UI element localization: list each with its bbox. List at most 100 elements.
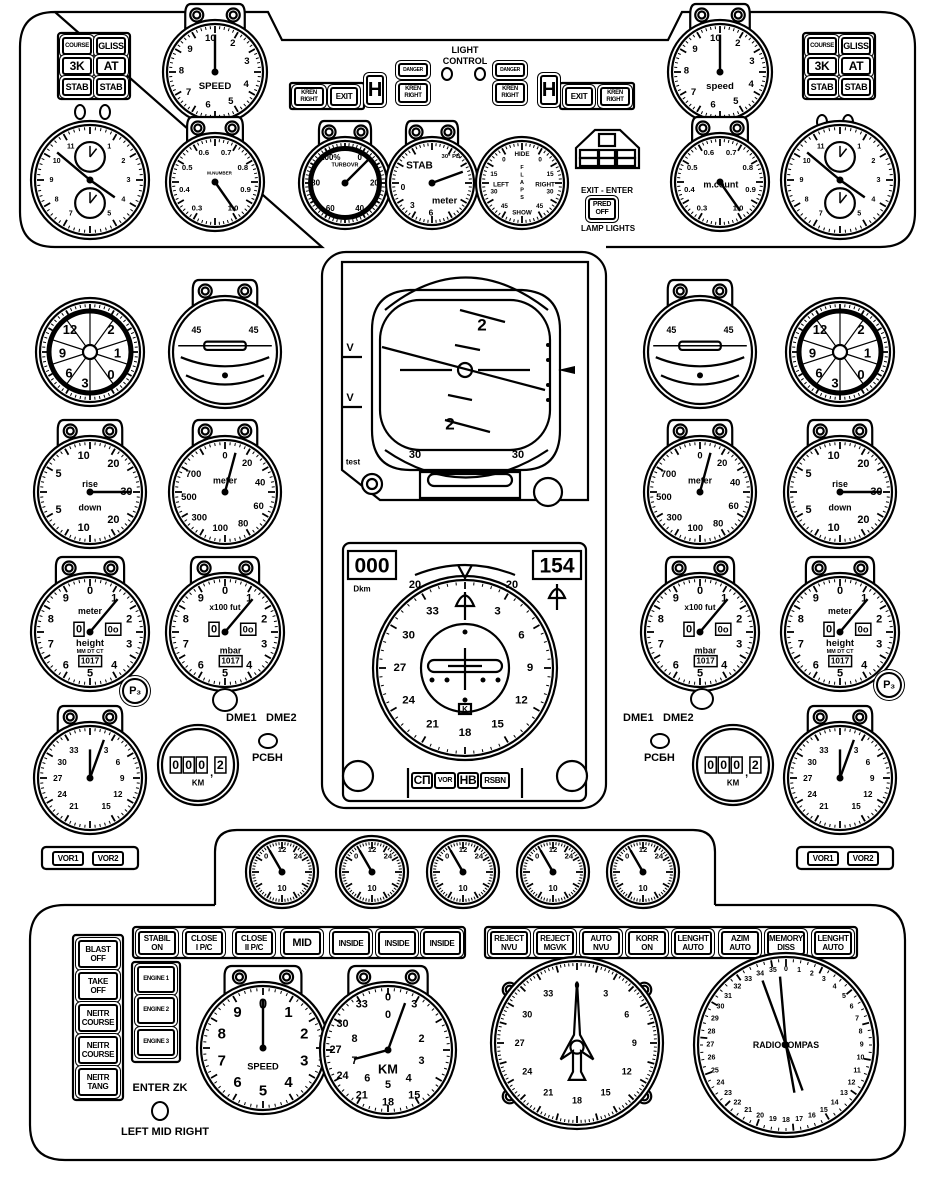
dial-number: 0	[385, 992, 391, 1004]
kren-right-button[interactable]: KREN RIGHT	[600, 87, 630, 106]
lenght-auto-button-1[interactable]: LENGHT AUTO	[674, 931, 712, 955]
gauge-label: 0	[211, 623, 217, 635]
vor1-button-right[interactable]: VOR1	[807, 851, 839, 866]
dial-number: 11	[817, 143, 825, 151]
at-button-left[interactable]: AT	[96, 57, 126, 75]
gauge-label: speed	[706, 81, 734, 92]
engine-3-button[interactable]: ENGINE 3	[137, 1029, 175, 1056]
dial-number: 0.7	[726, 148, 737, 157]
neitr-course-button-1[interactable]: NEITR COURSE	[78, 1004, 118, 1032]
dial-number: 4	[243, 79, 249, 90]
take-off-button[interactable]: TAKE OFF	[78, 972, 118, 1000]
kren-right-button[interactable]: KREN RIGHT	[398, 83, 428, 103]
stab-button-left-2[interactable]: STAB	[96, 78, 126, 96]
gauge-label: 0o	[858, 624, 869, 634]
lenght-auto-button-2[interactable]: LENGHT AUTO	[814, 931, 852, 955]
engine-2-button[interactable]: ENGINE 2	[137, 997, 175, 1024]
dial-number: 2	[418, 1033, 424, 1045]
dial-number: 0	[259, 997, 267, 1013]
gauge-label: 9	[59, 346, 66, 361]
gauge-label: KM	[192, 779, 205, 788]
pred-off-button[interactable]: PRED OFF	[588, 198, 616, 220]
inside-button-1[interactable]: INSIDE	[332, 931, 370, 955]
inside-button-2[interactable]: INSIDE	[378, 931, 416, 955]
at-button-right[interactable]: AT	[841, 57, 871, 75]
neitr-tang-button[interactable]: NEITR TANG	[78, 1068, 118, 1096]
dial-number: 6	[850, 1004, 854, 1011]
dial-number: 20	[242, 458, 252, 468]
stab-button-right-1[interactable]: STAB	[807, 78, 837, 96]
dial-number: 24	[384, 852, 393, 861]
memory-diss-button[interactable]: MEMORY DISS	[767, 931, 805, 955]
3k-button-left[interactable]: 3K	[62, 57, 92, 75]
gauge-label: 0	[707, 758, 714, 772]
needle-hub	[696, 488, 704, 496]
dial-number: 22	[733, 1099, 741, 1106]
baro-knob-right[interactable]	[690, 688, 714, 710]
dial-number: 10	[857, 1055, 865, 1062]
engine-1-button[interactable]: ENGINE 1	[137, 966, 175, 993]
gauge-needle	[214, 181, 237, 212]
kren-right-button[interactable]: KREN RIGHT	[294, 87, 324, 106]
gliss-button-right[interactable]: GLISS	[841, 37, 871, 55]
needle-hub	[221, 628, 229, 636]
vor1-button-left[interactable]: VOR1	[52, 851, 84, 866]
dial-number: 0	[502, 156, 506, 163]
stab-button-right-2[interactable]: STAB	[841, 78, 871, 96]
neitr-course-button-2[interactable]: NEITR COURSE	[78, 1036, 118, 1064]
rsbn-mode-button[interactable]: RSBN	[480, 772, 510, 789]
lamp-lights-label: LAMP LIGHTS	[580, 224, 636, 233]
vor2-button-right[interactable]: VOR2	[847, 851, 879, 866]
reject-nvu-button[interactable]: REJECT NVU	[490, 931, 528, 955]
light-control-knob[interactable]	[474, 67, 486, 81]
gauge-label: mbar	[220, 646, 242, 656]
exit-button[interactable]: EXIT	[565, 87, 593, 106]
baro-knob-right[interactable]: P₃	[876, 672, 902, 698]
course-button-left[interactable]: COURSE	[62, 37, 92, 55]
danger-lamp[interactable]: DANGER	[495, 63, 525, 77]
mid-button[interactable]: MID	[283, 931, 321, 955]
dial-number: 18	[382, 1096, 394, 1108]
course-button-right[interactable]: COURSE	[807, 37, 837, 55]
blast-off-button[interactable]: BLAST OFF	[78, 940, 118, 968]
azim-auto-button[interactable]: AZIM AUTO	[721, 931, 759, 955]
inside-button-3[interactable]: INSIDE	[423, 931, 461, 955]
reject-mgvk-button[interactable]: REJECT MGVK	[536, 931, 574, 955]
gliss-button-left[interactable]: GLISS	[96, 37, 126, 55]
dial-number: 25	[711, 1067, 719, 1074]
gauge-label: 45	[191, 325, 201, 335]
baro-knob-left[interactable]: P₃	[122, 678, 148, 704]
3k-button-right[interactable]: 3K	[807, 57, 837, 75]
danger-lamp[interactable]: DANGER	[398, 63, 428, 77]
gauge-label: 10	[277, 883, 287, 893]
nv-mode-button[interactable]: НВ	[457, 772, 479, 789]
close-2-pc-button[interactable]: CLOSE II P/C	[235, 931, 273, 955]
zk-selector-knob[interactable]	[151, 1101, 169, 1121]
dial-number: 30	[491, 189, 499, 196]
h-button[interactable]: H	[540, 75, 558, 105]
dial-number: 10	[828, 522, 840, 534]
stabil-on-button[interactable]: STABIL ON	[138, 931, 176, 955]
light-control-knob[interactable]	[441, 67, 453, 81]
close-1-pc-button[interactable]: CLOSE I P/C	[185, 931, 223, 955]
korr-on-button[interactable]: KORR ON	[628, 931, 666, 955]
stab-button-left-1[interactable]: STAB	[62, 78, 92, 96]
dme-switch-left[interactable]	[258, 733, 278, 749]
exit-button[interactable]: EXIT	[330, 87, 358, 106]
dme-switch-right[interactable]	[650, 733, 670, 749]
sp-mode-button[interactable]: СП	[411, 772, 433, 789]
gauge-label: KM	[378, 1062, 398, 1077]
needle-hub	[836, 488, 844, 496]
baro-knob-left[interactable]	[212, 688, 238, 712]
vor-mode-button[interactable]: VOR	[434, 772, 456, 789]
dial-number: 8	[684, 65, 690, 76]
vor2-button-left[interactable]: VOR2	[92, 851, 124, 866]
kren-right-button[interactable]: KREN RIGHT	[495, 83, 525, 103]
h-button[interactable]: H	[366, 75, 384, 105]
dial-number: 2	[121, 157, 125, 165]
auto-nvu-button[interactable]: AUTO NVU	[582, 931, 620, 955]
dial-number: 28	[708, 1028, 716, 1035]
